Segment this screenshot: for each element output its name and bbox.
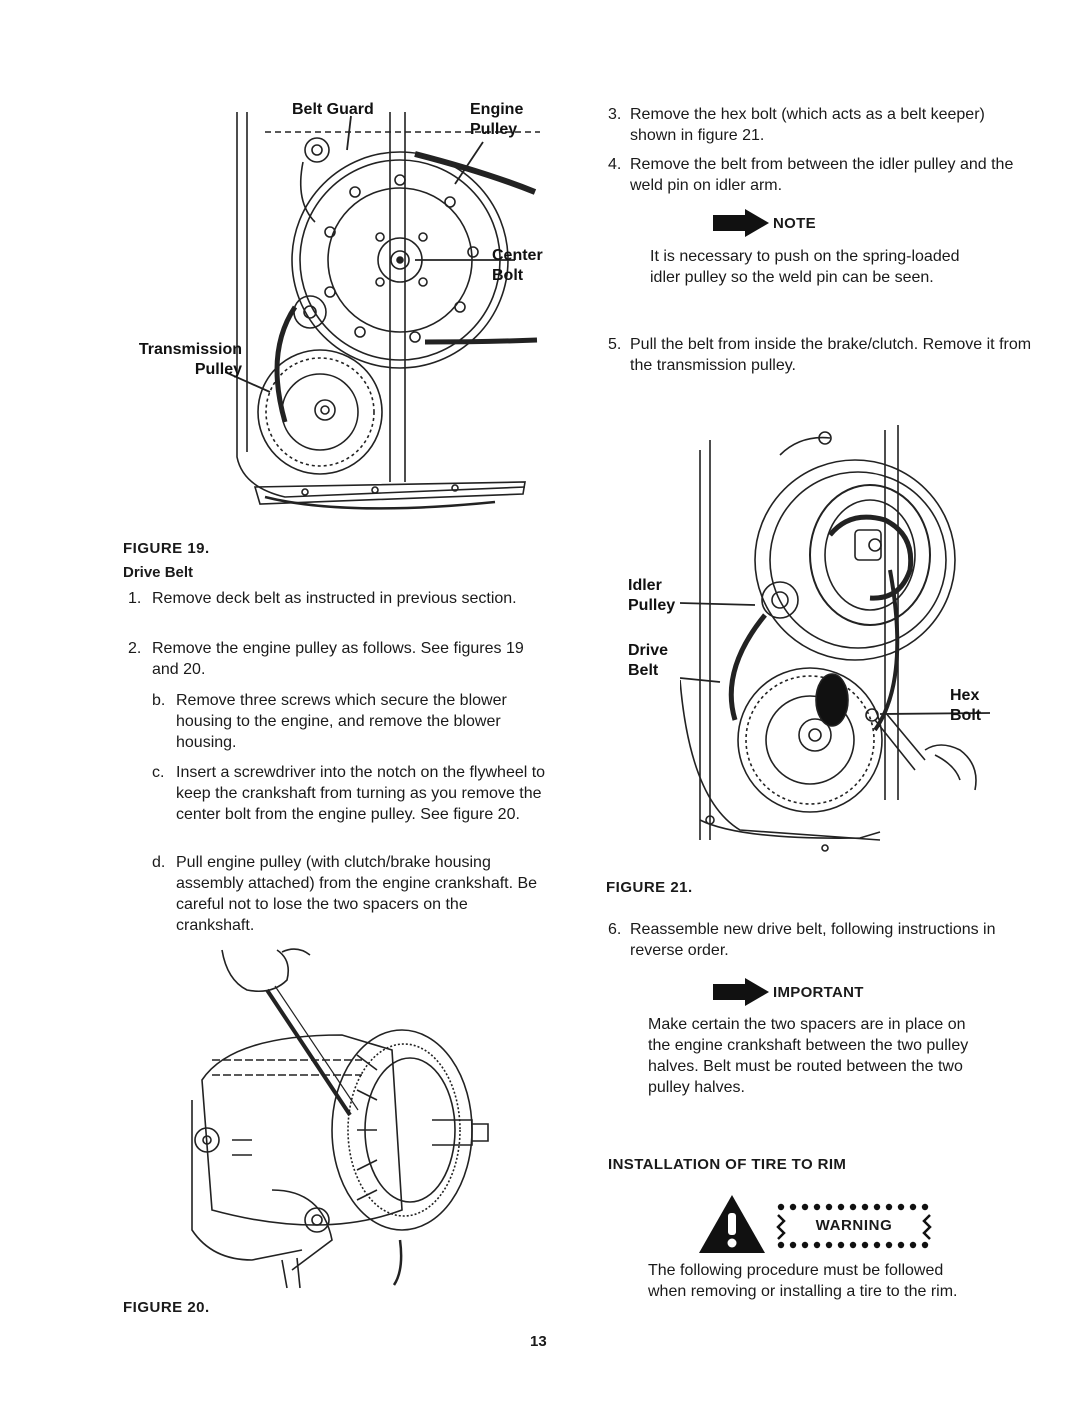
step-2: 2. Remove the engine pulley as follows. … (128, 640, 524, 678)
important-marker: IMPORTANT (713, 978, 864, 1006)
drive-belt-heading: Drive Belt (123, 564, 194, 581)
callout-drive-belt: Drive Belt (628, 642, 669, 679)
callout-idler-pulley: Idler Pulley (628, 577, 676, 614)
figure-21-caption: FIGURE 21. (606, 879, 693, 896)
figure-20-caption: FIGURE 20. (123, 1299, 210, 1316)
substep-d: d. Pull engine pulley (with clutch/brake… (152, 854, 538, 934)
callout-center-bolt: Center Bolt (492, 247, 543, 284)
warning-triangle-icon (699, 1195, 765, 1253)
callout-engine-pulley: Engine Pulley (470, 101, 524, 138)
step-4: 4. Remove the belt from between the idle… (608, 156, 1014, 194)
arrow-icon (713, 978, 769, 1006)
note-text: It is necessary to push on the spring-lo… (650, 248, 960, 286)
drive-assembly-drawing (225, 112, 540, 510)
arrow-icon (713, 209, 769, 237)
substep-c: c. Insert a screwdriver into the notch o… (152, 764, 546, 823)
idler-pulley-drawing (680, 425, 990, 852)
note-marker: NOTE (713, 209, 816, 237)
step-1: 1. Remove deck belt as instructed in pre… (128, 590, 517, 607)
engine-flywheel-drawing (191, 948, 489, 1289)
warning-label: WARNING (815, 1217, 893, 1234)
figure-21-illustration (680, 420, 990, 870)
substep-b: b. Remove three screws which secure the … (152, 692, 507, 751)
warning-block: WARNING (697, 1193, 937, 1257)
warning-text: The following procedure must be followed… (648, 1262, 958, 1300)
note-label: NOTE (773, 214, 816, 232)
callout-transmission-pulley: Transmission Pulley (138, 341, 242, 378)
step-5: 5. Pull the belt from inside the brake/c… (608, 336, 1032, 374)
figure-19-illustration (225, 92, 555, 532)
callout-belt-guard: Belt Guard (292, 101, 374, 118)
important-text: Make certain the two spacers are in plac… (648, 1016, 969, 1096)
warning-banner-border (776, 1203, 932, 1249)
step-3: 3. Remove the hex bolt (which acts as a … (608, 106, 985, 144)
figure-19-caption: FIGURE 19. (123, 540, 210, 557)
figure-20-illustration (172, 940, 492, 1290)
page-number: 13 (530, 1333, 547, 1350)
installation-heading: INSTALLATION OF TIRE TO RIM (608, 1156, 847, 1173)
step-6: 6. Reassemble new drive belt, following … (608, 921, 996, 959)
callout-hex-bolt: Hex Bolt (950, 687, 982, 724)
important-label: IMPORTANT (773, 983, 864, 1001)
